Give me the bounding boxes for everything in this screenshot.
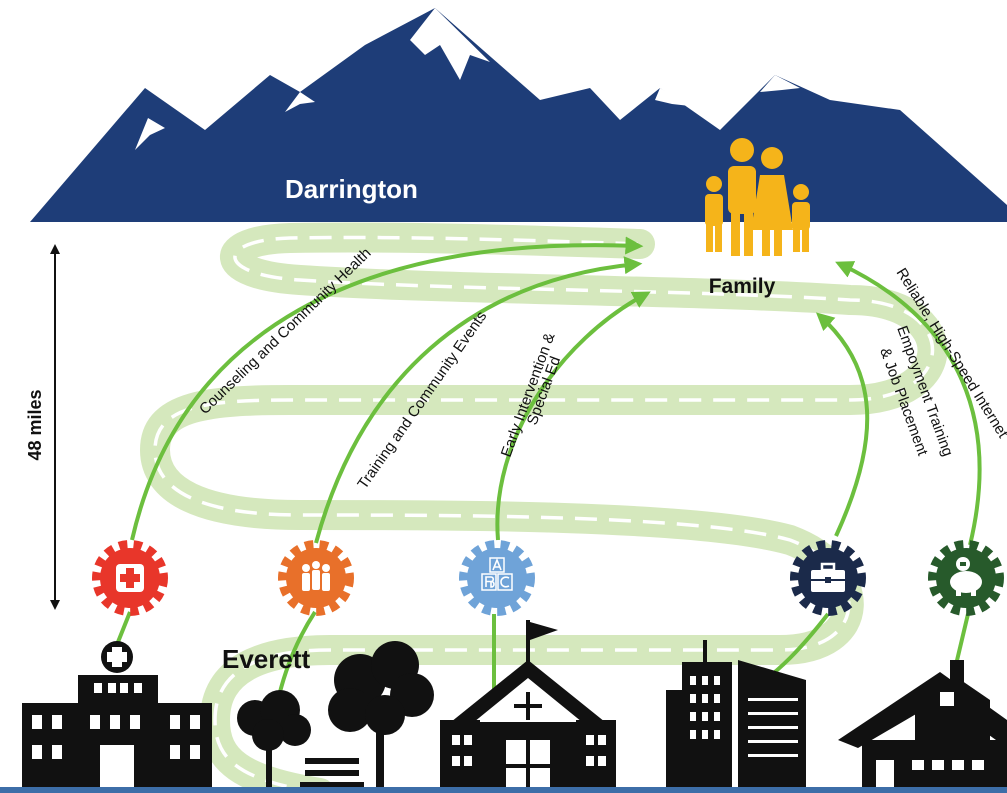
people-group-icon [302, 561, 330, 591]
arrow-early-intervention [495, 291, 651, 541]
training-gear [278, 540, 354, 616]
winding-road [140, 222, 948, 793]
arrow-counseling [130, 236, 644, 541]
distance-label: 48 miles [25, 389, 45, 460]
snow-cap-center [410, 8, 490, 80]
employment-gear [790, 540, 866, 616]
family-label: Family [709, 275, 776, 298]
snow-cap-right [655, 88, 690, 106]
connector-hospital [116, 611, 132, 643]
medical-cross-icon [116, 564, 144, 592]
snow-cap-peak-2 [285, 92, 315, 112]
mountain [30, 8, 1007, 222]
family-icon [705, 138, 810, 256]
hospital-building [22, 641, 212, 793]
snow-cap-far-right [760, 75, 800, 92]
piggy-bank-icon [950, 557, 982, 596]
school-building [440, 620, 616, 793]
darrington-label: Darrington [285, 174, 418, 204]
internet-gear [928, 540, 1004, 616]
office-building [666, 640, 806, 793]
arrow-internet [835, 261, 982, 546]
arrow-employment [815, 312, 870, 537]
early-intervention-gear [459, 540, 535, 616]
road-center-line [153, 235, 935, 793]
everett-label: Everett [222, 644, 310, 674]
counseling-gear [92, 540, 168, 616]
abc-blocks-icon [481, 557, 513, 591]
arrow-training [314, 256, 643, 544]
service-icons [92, 540, 1004, 616]
park-trees [237, 641, 434, 793]
mountain-range [30, 8, 1007, 222]
bottom-strip [0, 787, 1007, 793]
distance-indicator: 48 miles [25, 244, 60, 610]
snow-cap-left [135, 118, 165, 150]
briefcase-icon [811, 562, 845, 592]
house-building [838, 660, 1007, 793]
